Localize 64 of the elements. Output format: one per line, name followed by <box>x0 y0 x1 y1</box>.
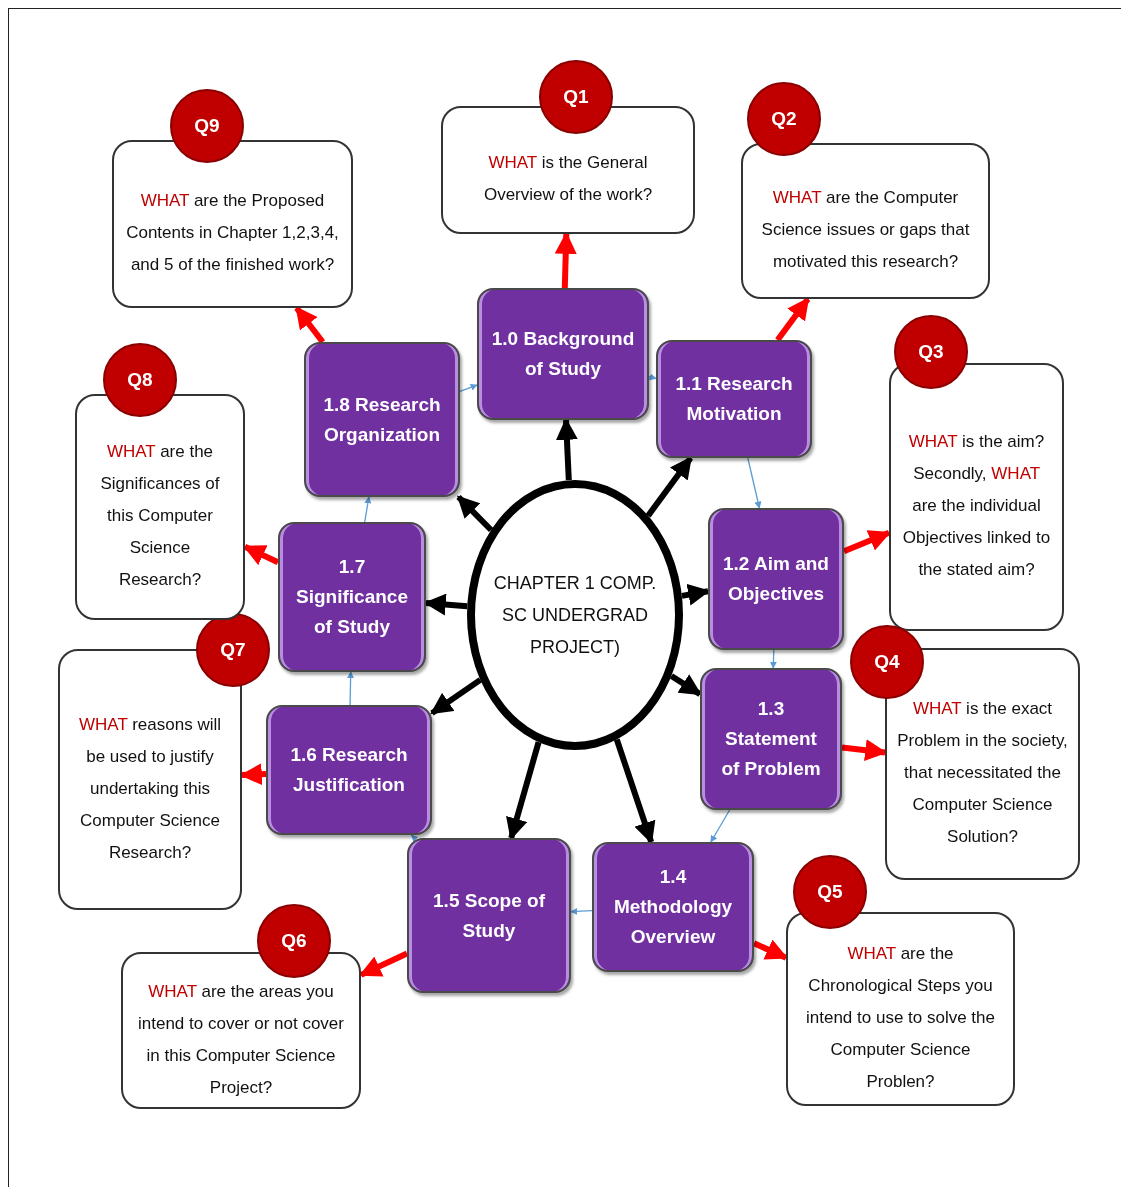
question-number-badge: Q1 <box>539 60 613 134</box>
section-box <box>656 340 812 458</box>
arrow <box>710 809 731 843</box>
arrow <box>841 739 888 762</box>
section-title: 1.2 Aim and Objectives <box>722 552 830 606</box>
arrow <box>669 673 702 697</box>
arrow <box>747 457 762 509</box>
question-text: WHAT are the Proposed Contents in Chapter 1,2,3,4, and 5 of the finished work? <box>125 190 340 276</box>
section-box <box>700 668 842 810</box>
section-box <box>407 838 571 993</box>
arrow <box>456 494 494 533</box>
section-title: 1.5 Scope of Study <box>432 888 546 943</box>
section-box <box>266 705 432 835</box>
question-number-badge: Q2 <box>747 82 821 156</box>
question-number-badge: Q4 <box>850 625 924 699</box>
question-number-badge: Q8 <box>103 343 177 417</box>
chapter-title: CHAPTER 1 COMP. SC UNDERGRAD PROJECT) <box>492 572 658 659</box>
question-text: WHAT are the areas you intend to cover or not cover in this Computer Science Project? <box>137 980 345 1099</box>
question-text: WHAT is the aim? Secondly, WHAT are the individual Objectives linked to the stated aim? <box>901 431 1052 581</box>
question-text: WHAT reasons will be used to justify undertaking this Computer Science Research? <box>78 713 222 864</box>
section-box <box>304 342 460 497</box>
arrow <box>430 677 482 716</box>
arrow <box>769 649 777 669</box>
section-title: 1.8 Research Organization <box>322 392 442 447</box>
arrow <box>410 834 419 842</box>
section-box <box>708 508 844 650</box>
arrow <box>555 417 578 481</box>
question-text: WHAT is the General Overview of the work? <box>482 152 654 206</box>
question-text: WHAT are the Computer Science issues or gaps that motivated this research? <box>760 187 971 273</box>
arrow <box>648 373 657 381</box>
question-text: WHAT are the Chronological Steps you intend to use to solve the Computer Science Problen? <box>805 943 996 1093</box>
question-number-badge: Q5 <box>793 855 867 929</box>
section-title: 1.6 Research Justification <box>289 743 409 797</box>
question-number-badge: Q7 <box>196 613 270 687</box>
question-text: WHAT is the exact Problem in the society, that necessitated the Computer Science Solution? <box>897 698 1068 848</box>
section-title: 1.7 Significance of Study <box>295 555 409 639</box>
arrow <box>752 939 788 961</box>
section-title: 1.0 Background of Study <box>491 327 635 381</box>
arrow <box>239 763 267 786</box>
section-title: 1.1 Research Motivation <box>674 372 794 426</box>
arrow <box>423 593 468 616</box>
arrow <box>613 738 656 845</box>
arrow <box>506 741 542 841</box>
arrow <box>359 950 409 978</box>
section-title: 1.4 Methodology Overview <box>612 865 734 949</box>
section-title: 1.3 Statement of Problem <box>720 697 822 781</box>
arrow <box>347 671 355 706</box>
arrow <box>294 306 326 344</box>
arrow <box>645 456 693 518</box>
arrow <box>364 496 372 523</box>
question-number-badge: Q6 <box>257 904 331 978</box>
section-box <box>278 522 426 672</box>
arrow <box>842 530 892 554</box>
arrow <box>243 544 280 566</box>
arrow <box>459 383 478 392</box>
arrow <box>554 231 577 289</box>
arrow <box>681 583 711 606</box>
section-box <box>592 842 754 972</box>
question-number-badge: Q3 <box>894 315 968 389</box>
arrow <box>775 297 811 342</box>
question-number-badge: Q9 <box>170 89 244 163</box>
arrow <box>570 907 593 915</box>
question-text: WHAT are the Significances of this Computer Science Research? <box>99 441 221 591</box>
section-box <box>477 288 649 420</box>
